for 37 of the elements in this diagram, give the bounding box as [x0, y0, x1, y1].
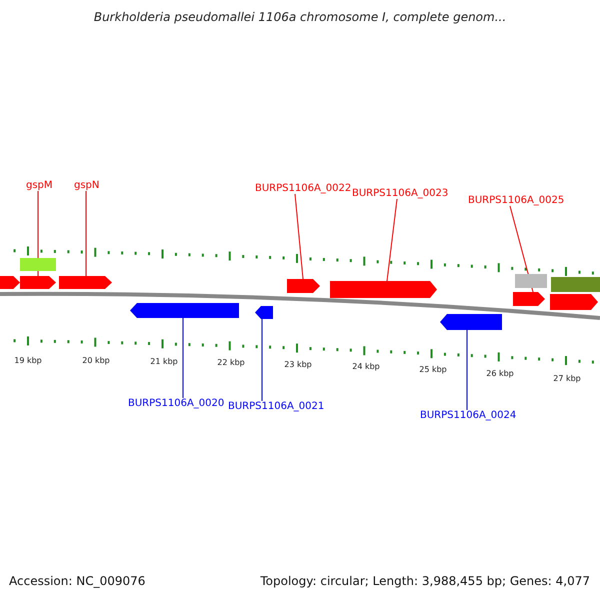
- gene-label: BURPS1106A_0025: [468, 195, 564, 206]
- gene-label: gspM: [26, 180, 53, 191]
- gene-label: BURPS1106A_0021: [228, 401, 324, 412]
- gene-feature-bar: [0, 276, 20, 289]
- genome-summary-text: Topology: circular; Length: 3,988,455 bp; Genes: 4,077: [260, 574, 590, 588]
- leader-line: [294, 194, 304, 280]
- feature-bar: [551, 277, 600, 292]
- leader-line: [386, 198, 398, 282]
- gene-feature-bar: [20, 276, 56, 289]
- gene-feature-bar: [255, 306, 273, 319]
- gene-feature-bar: [513, 292, 545, 306]
- leader-line: [182, 318, 184, 398]
- scale-label: 27 kbp: [552, 374, 582, 383]
- leader-line: [466, 330, 468, 410]
- gene-feature-bar: [330, 281, 437, 298]
- scale-label: 21 kbp: [149, 357, 179, 366]
- scale-label: 22 kbp: [216, 358, 246, 367]
- scale-label: 25 kbp: [418, 365, 448, 374]
- gene-feature-bar: [550, 294, 598, 310]
- scale-label: 26 kbp: [485, 369, 515, 378]
- scale-label: 19 kbp: [13, 356, 43, 365]
- gene-feature-bar: [440, 314, 502, 330]
- gene-feature-bar: [130, 303, 239, 318]
- gene-label: BURPS1106A_0022: [255, 183, 352, 194]
- accession-text: Accession: NC_009076: [9, 574, 146, 588]
- feature-bar: [20, 258, 56, 271]
- feature-bar: [515, 274, 547, 288]
- scale-label: 23 kbp: [283, 360, 313, 369]
- scale-label: 20 kbp: [81, 356, 111, 365]
- gene-label: gspN: [74, 180, 100, 191]
- title: Burkholderia pseudomallei 1106a chromosome I, complete genom...: [92, 10, 508, 24]
- gene-feature-bar: [59, 276, 112, 289]
- gene-label: BURPS1106A_0024: [420, 410, 516, 421]
- gene-feature-bar: [287, 279, 320, 293]
- scale-label: 24 kbp: [351, 362, 381, 371]
- gene-label: BURPS1106A_0023: [352, 188, 448, 199]
- gene-label: BURPS1106A_0020: [128, 398, 224, 409]
